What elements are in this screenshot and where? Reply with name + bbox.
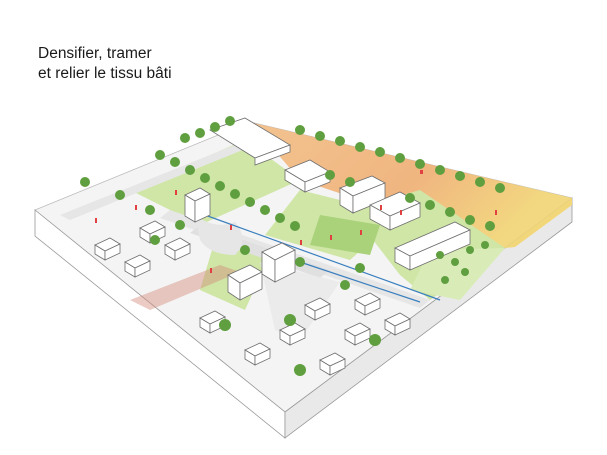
title-line-1: Densifier, tramer <box>38 45 152 62</box>
tree-icon <box>115 190 125 200</box>
tree-icon <box>369 334 381 346</box>
tree-icon <box>355 263 365 273</box>
tree-icon <box>436 251 444 259</box>
trees <box>80 116 505 376</box>
building-icon <box>339 175 386 214</box>
person-icon <box>135 205 137 210</box>
tree-icon <box>405 193 415 203</box>
tree-icon <box>260 205 270 215</box>
tree-icon <box>315 131 325 141</box>
tree-icon <box>295 257 305 267</box>
person-icon <box>300 240 302 245</box>
person-icon <box>95 218 97 223</box>
building-icon <box>354 292 381 316</box>
tree-icon <box>495 183 505 193</box>
tree-icon <box>225 116 235 126</box>
person-icon <box>175 190 177 195</box>
person-icon <box>495 210 497 215</box>
tree-icon <box>150 235 160 245</box>
building-icon <box>284 159 331 193</box>
buildings <box>94 117 471 376</box>
tree-icon <box>210 122 220 132</box>
building-icon <box>244 342 271 366</box>
tree-icon <box>445 207 455 217</box>
tree-icon <box>435 165 445 175</box>
tree-icon <box>219 319 231 331</box>
tree-icon <box>155 150 165 160</box>
tree-icon <box>180 133 190 143</box>
building-icon <box>184 187 211 223</box>
tree-icon <box>475 177 485 187</box>
tree-icon <box>240 245 250 255</box>
agricultural-fields <box>250 122 572 248</box>
person-icon <box>230 225 232 230</box>
tree-icon <box>275 213 285 223</box>
tree-icon <box>295 125 305 135</box>
tree-icon <box>395 153 405 163</box>
person-icon <box>210 268 212 273</box>
tree-icon <box>294 364 306 376</box>
building-icon <box>164 237 191 261</box>
tree-icon <box>335 136 345 146</box>
person-icon <box>400 210 402 215</box>
people-markers <box>95 170 497 273</box>
person-icon <box>420 170 423 174</box>
tree-icon <box>170 157 180 167</box>
tree-icon <box>481 241 489 249</box>
tree-icon <box>345 177 355 187</box>
building-icon <box>124 254 151 278</box>
tree-icon <box>215 181 225 191</box>
road-network <box>60 137 430 340</box>
person-icon <box>330 235 332 240</box>
tree-icon <box>455 171 465 181</box>
tree-icon <box>325 170 335 180</box>
tree-icon <box>340 280 350 290</box>
building-icon <box>279 322 306 346</box>
building-icon <box>319 352 346 376</box>
tree-icon <box>485 221 495 231</box>
tree-icon <box>185 165 195 175</box>
tree-icon <box>230 189 240 199</box>
tree-icon <box>461 268 469 276</box>
title-line-2: et relier le tissu bâti <box>38 65 172 82</box>
tree-icon <box>465 215 475 225</box>
tree-icon <box>175 220 185 230</box>
tree-icon <box>355 142 365 152</box>
tree-icon <box>80 177 90 187</box>
tree-icon <box>451 258 459 266</box>
building-icon <box>344 322 371 346</box>
building-icon <box>304 297 331 321</box>
tree-icon <box>415 159 425 169</box>
tree-icon <box>425 200 435 210</box>
building-icon <box>94 237 121 261</box>
diagram-title: Densifier, tramer et relier le tissu bât… <box>38 44 172 84</box>
tree-icon <box>245 197 255 207</box>
building-icon <box>209 117 291 166</box>
person-icon <box>380 205 382 210</box>
building-icon <box>394 221 471 271</box>
tree-icon <box>375 147 385 157</box>
tree-icon <box>195 128 205 138</box>
tree-icon <box>145 205 155 215</box>
building-icon <box>261 242 296 283</box>
blue-corridors <box>204 214 441 303</box>
tree-icon <box>200 173 210 183</box>
tree-icon <box>441 276 449 284</box>
tree-icon <box>466 246 474 254</box>
tree-icon <box>284 314 296 326</box>
tree-icon <box>290 221 300 231</box>
building-icon <box>384 312 411 336</box>
person-icon <box>360 230 362 235</box>
